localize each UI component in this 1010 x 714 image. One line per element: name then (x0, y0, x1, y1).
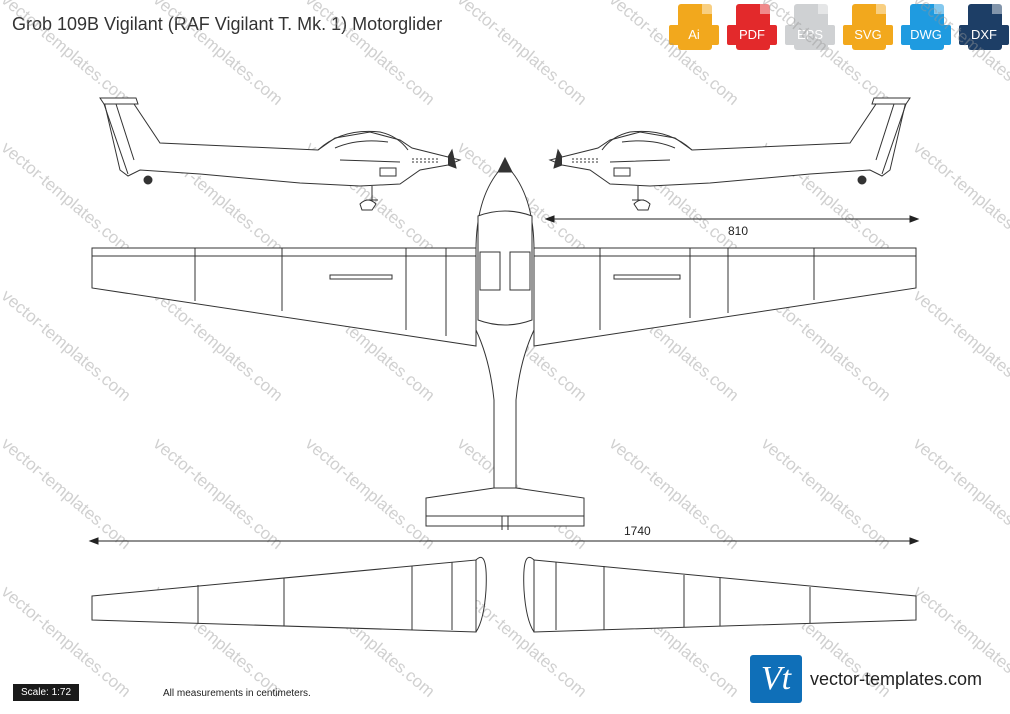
format-label: Ai (669, 25, 719, 45)
format-label: DXF (959, 25, 1009, 45)
format-svg-button[interactable]: SVG (843, 4, 893, 51)
side-view-right (548, 97, 911, 211)
format-label: SVG (843, 25, 893, 45)
format-dxf-button[interactable]: DXF (959, 4, 1009, 51)
format-pdf-button[interactable]: PDF (727, 4, 777, 51)
page-title: Grob 109B Vigilant (RAF Vigilant T. Mk. … (12, 14, 443, 34)
format-dwg-button[interactable]: DWG (901, 4, 951, 51)
length-dimension: 810 (728, 224, 749, 238)
side-view-left (99, 97, 462, 211)
format-toolbar: Ai PDF EPS SVG DWG DXF (669, 4, 1009, 51)
brand-logo[interactable]: Vt (750, 655, 802, 703)
format-eps-button[interactable]: EPS (785, 4, 835, 51)
planform-view (91, 556, 917, 633)
brand-site-link[interactable]: vector-templates.com (810, 669, 983, 689)
measurement-note: All measurements in centimeters. (163, 688, 311, 699)
format-label: EPS (785, 25, 835, 45)
scale-badge: Scale: 1:72 (13, 684, 80, 701)
format-label: DWG (901, 25, 951, 45)
dimension-lines (88, 215, 920, 545)
wingspan-dimension: 1740 (624, 524, 651, 538)
format-ai-button[interactable]: Ai (669, 4, 719, 51)
top-view (91, 156, 917, 530)
format-label: PDF (727, 25, 777, 45)
